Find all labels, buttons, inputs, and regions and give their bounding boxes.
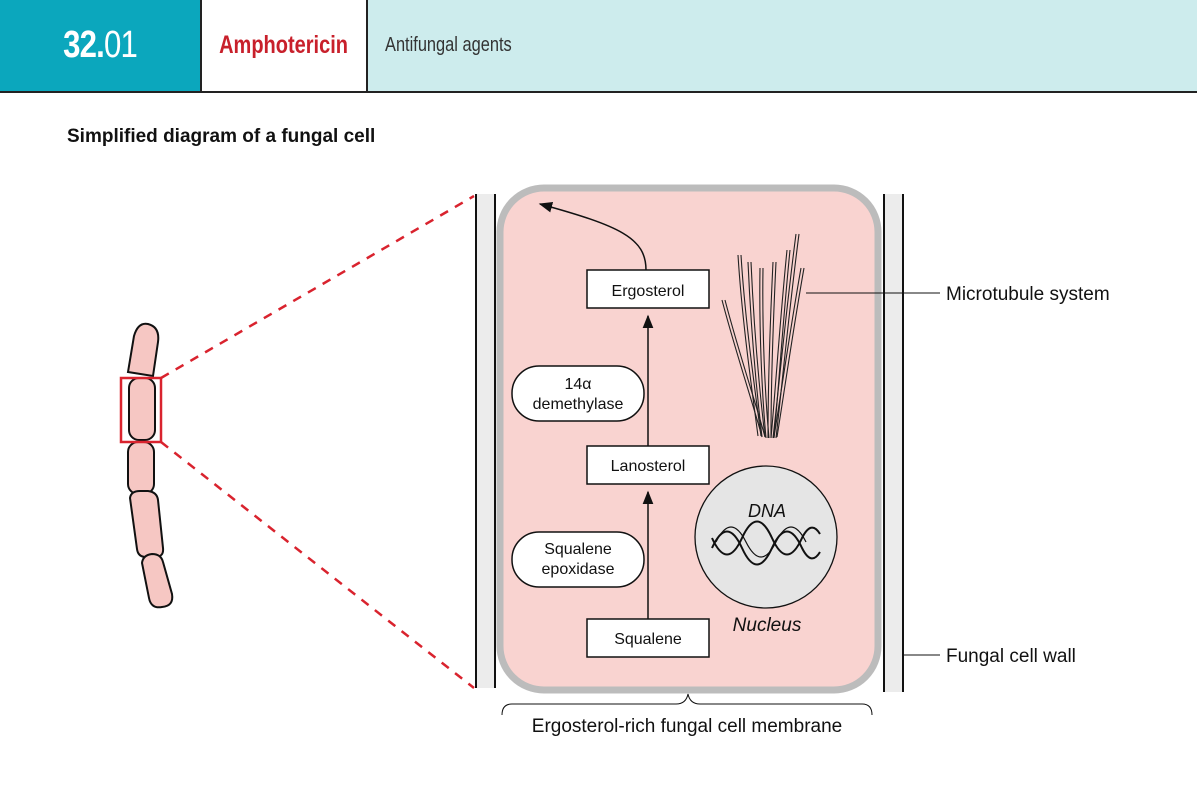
drug-name-cell: Amphotericin [202,0,366,91]
epoxidase-label-line2: epoxidase [542,561,615,578]
zoom-line-bottom [160,441,475,689]
ergosterol-pathway: Ergosterol Lanosterol Squalene 14α demet… [511,202,710,658]
zoom-line-top [160,194,475,380]
nucleus: DNA Nucleus [694,465,838,636]
squalene-box [586,618,710,658]
cell-membrane [496,184,882,694]
header: 32.01 Amphotericin Antifungal agents [0,0,1197,93]
membrane-brace [501,693,873,716]
topic: Antifungal agents [385,34,512,56]
demethylase-label-line2: demethylase [533,396,624,413]
fungal-hypha [126,322,174,609]
membrane-label: Ergosterol-rich fungal cell membrane [532,716,842,737]
demethylase-enzyme [511,365,645,422]
cell-wall-left [475,194,496,688]
cell-wall-right [883,194,904,692]
hypha-segment [128,490,165,558]
ergosterol-box [586,269,710,309]
microtubule-icon [721,233,805,439]
dna-helix-icon [711,520,821,566]
demethylase-label-line1: 14α [564,376,591,393]
nucleus-label: Nucleus [733,615,802,636]
section-number: 32.01 [0,0,200,91]
squalene-label: Squalene [614,631,682,648]
nucleus-body [694,465,838,609]
diagram-subtitle: Simplified diagram of a fungal cell [67,126,376,147]
ergosterol-label: Ergosterol [612,283,685,300]
epoxidase-enzyme [511,531,645,588]
lanosterol-box [586,445,710,485]
hypha-segment [126,322,160,378]
section-major: 32. [63,24,105,66]
magnified-region-box [119,376,163,444]
section-minor: 01 [103,24,138,66]
dna-label: DNA [748,501,786,521]
header-divider [366,0,368,93]
microtubule-label: Microtubule system [946,284,1110,305]
hypha-segment [140,552,174,609]
header-divider [200,0,202,93]
hypha-segment [128,377,156,441]
ergosterol-export-arrow [538,202,647,271]
epoxidase-label-line1: Squalene [544,541,612,558]
lanosterol-label: Lanosterol [611,458,686,475]
drug-name: Amphotericin [219,31,349,59]
topic-cell: Antifungal agents [368,0,1197,91]
hypha-segment [127,441,155,495]
header-rule [0,91,1197,93]
cell-wall-label: Fungal cell wall [946,646,1076,667]
